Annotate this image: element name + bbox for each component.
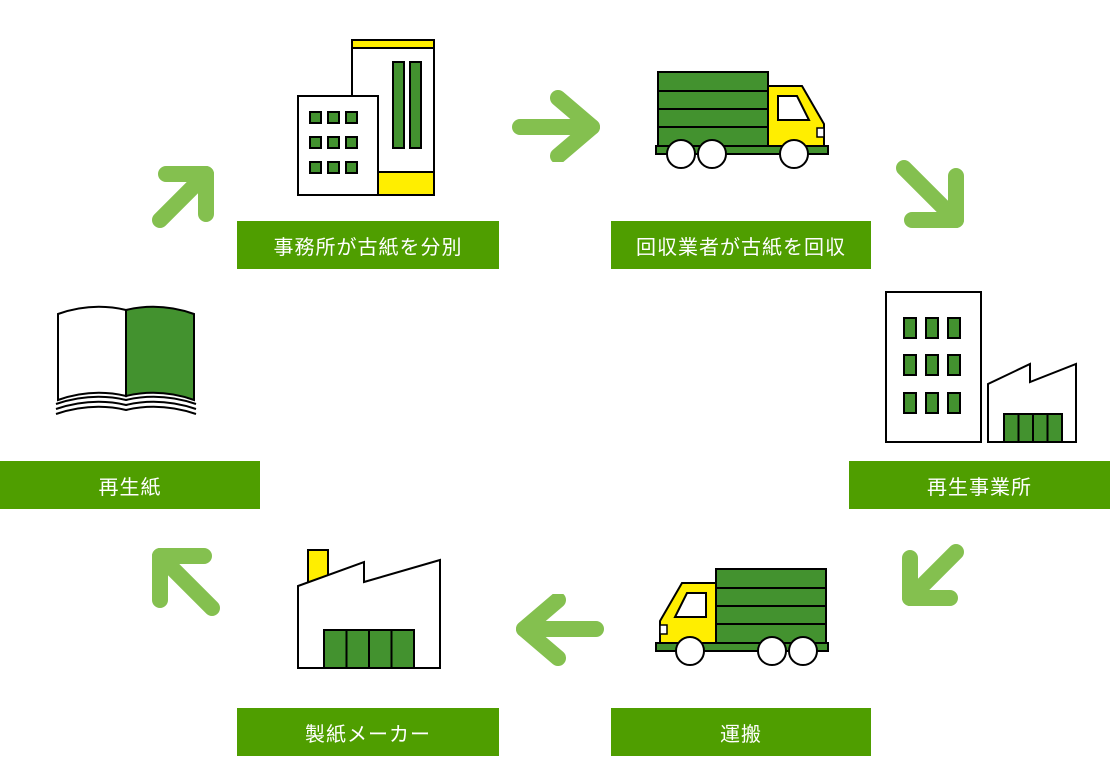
arrow-up-left-icon: [152, 548, 220, 616]
label-office: 事務所が古紙を分別: [237, 221, 499, 269]
paper-factory-icon: [297, 549, 441, 669]
arrow-down-right-icon: [896, 160, 964, 228]
arrow-up-right-icon: [152, 166, 214, 228]
label-recycler: 再生事業所: [849, 461, 1110, 509]
label-maker: 製紙メーカー: [237, 708, 499, 756]
arrow-right-icon: [512, 90, 600, 162]
office-building-icon: [297, 39, 435, 196]
arrow-down-left-icon: [902, 544, 964, 606]
label-collector: 回収業者が古紙を回収: [611, 221, 871, 269]
transport-truck-icon: [655, 568, 829, 666]
label-transport: 運搬: [611, 708, 871, 756]
arrow-left-icon: [516, 594, 604, 666]
recycling-facility-icon: [885, 291, 1077, 443]
label-recycled: 再生紙: [0, 461, 260, 509]
collection-truck-icon: [655, 71, 829, 169]
open-book-icon: [55, 305, 197, 415]
